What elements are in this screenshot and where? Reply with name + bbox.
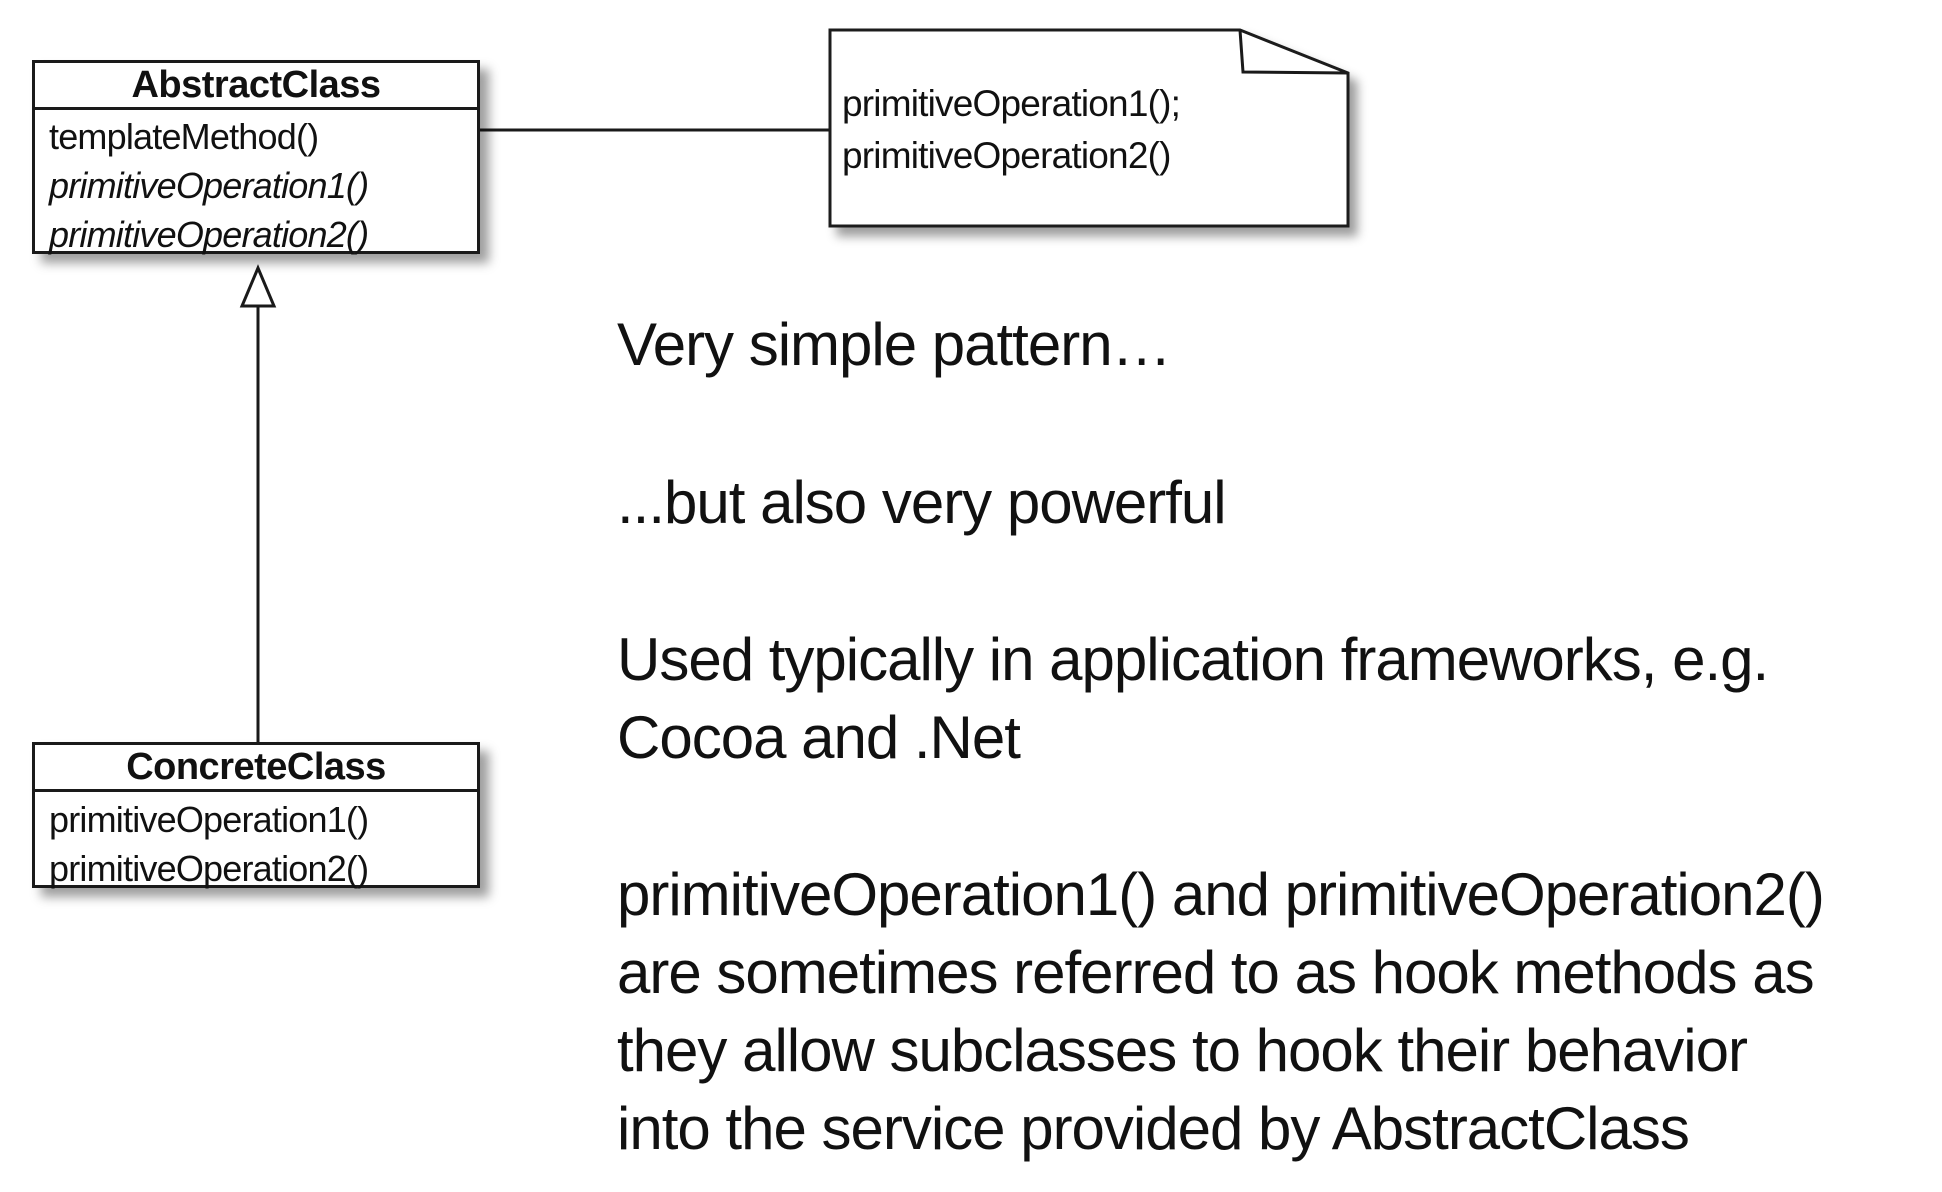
paragraph-hook-methods: primitiveOperation1() and primitiveOpera… bbox=[617, 856, 1825, 1168]
concrete-primitive-operation-1: primitiveOperation1() bbox=[49, 799, 369, 840]
text-line: primitiveOperation1() and primitiveOpera… bbox=[617, 861, 1825, 928]
abstract-class-name: AbstractClass bbox=[35, 63, 477, 110]
template-method-operation: templateMethod() bbox=[49, 116, 319, 157]
abstract-primitive-operation-1: primitiveOperation1() bbox=[49, 165, 369, 206]
text-line: they allow subclasses to hook their beha… bbox=[617, 1017, 1748, 1084]
concrete-class-box: ConcreteClass primitiveOperation1() prim… bbox=[32, 742, 480, 889]
note-line: primitiveOperation1(); bbox=[842, 83, 1181, 124]
generalization-arrowhead bbox=[239, 264, 277, 308]
note-line: primitiveOperation2() bbox=[842, 135, 1171, 176]
concrete-primitive-operation-2: primitiveOperation2() bbox=[49, 848, 369, 889]
paragraph-frameworks: Used typically in application frameworks… bbox=[617, 621, 1769, 777]
note-fold bbox=[1238, 29, 1349, 75]
paragraph-simple-pattern: Very simple pattern… bbox=[617, 311, 1172, 378]
text-line: Cocoa and .Net bbox=[617, 704, 1021, 771]
note-shape bbox=[828, 28, 1350, 228]
text-line: Used typically in application frameworks… bbox=[617, 626, 1769, 693]
concrete-class-name: ConcreteClass bbox=[35, 745, 477, 792]
text-line: are sometimes referred to as hook method… bbox=[617, 939, 1815, 1006]
concrete-class-operations: primitiveOperation1() primitiveOperation… bbox=[35, 792, 477, 895]
note-text: primitiveOperation1(); primitiveOperatio… bbox=[842, 78, 1181, 182]
paragraph-powerful: ...but also very powerful bbox=[617, 469, 1227, 536]
abstract-primitive-operation-2: primitiveOperation2() bbox=[49, 214, 369, 255]
text-line: into the service provided by AbstractCla… bbox=[617, 1095, 1690, 1162]
abstract-class-box: AbstractClass templateMethod() primitive… bbox=[32, 60, 480, 255]
abstract-class-operations: templateMethod() primitiveOperation1() p… bbox=[35, 110, 477, 261]
